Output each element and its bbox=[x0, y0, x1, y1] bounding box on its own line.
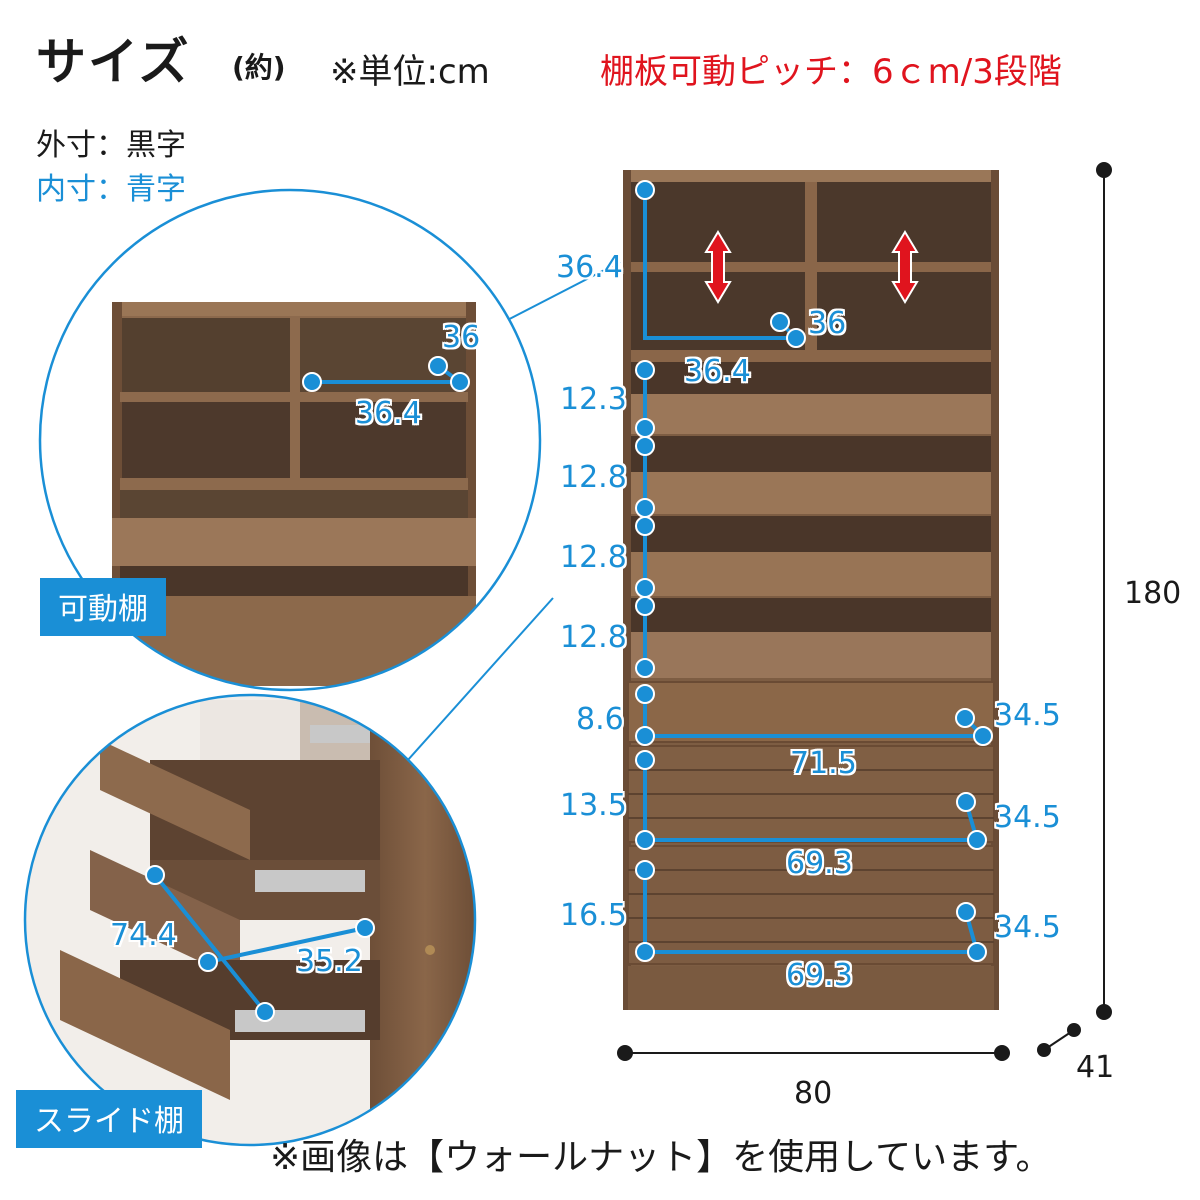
movable-width-label: 36.4 bbox=[355, 396, 422, 431]
drawer3-depth-label: 34.5 bbox=[994, 910, 1061, 945]
slide2-label: 12.8 bbox=[560, 460, 627, 495]
approx-label: (約) bbox=[232, 51, 286, 84]
slide-depth-label: 35.2 bbox=[296, 944, 363, 979]
slide-diagonal-label: 74.4 bbox=[110, 918, 177, 953]
drawer2-depth-label: 34.5 bbox=[994, 800, 1061, 835]
footer-note: ※画像は【ウォールナット】を使用しています。 bbox=[270, 1137, 1052, 1178]
slide3-label: 12.8 bbox=[560, 540, 627, 575]
top-height-label: 36.4 bbox=[556, 250, 623, 285]
movable-shelf-tag: 可動棚 bbox=[40, 578, 166, 636]
unit-note: ※単位:cm bbox=[330, 52, 490, 92]
drawer2-height-label: 13.5 bbox=[560, 788, 627, 823]
page-title: サイズ bbox=[36, 33, 191, 91]
drawer1-width-label: 71.5 bbox=[790, 746, 857, 781]
outer-height-label: 180 bbox=[1124, 576, 1182, 611]
drawer2-width-label: 69.3 bbox=[786, 846, 853, 881]
bookcase-front bbox=[623, 170, 999, 1010]
movable-depth-label: 36 bbox=[442, 320, 481, 355]
outer-width-label: 80 bbox=[794, 1076, 833, 1111]
adjustable-arrow-icon bbox=[704, 230, 919, 304]
top-depth-label: 36 bbox=[808, 306, 847, 341]
legend-inner: 内寸：青字 bbox=[36, 172, 186, 207]
top-width-label: 36.4 bbox=[684, 354, 751, 389]
movable-shelf-photo bbox=[40, 190, 540, 690]
shelf-pitch-note: 棚板可動ピッチ：6ｃm/3段階 bbox=[600, 52, 1062, 92]
drawer3-width-label: 69.3 bbox=[786, 958, 853, 993]
drawer3-height-label: 16.5 bbox=[560, 898, 627, 933]
drawer1-depth-label: 34.5 bbox=[994, 698, 1061, 733]
slide-shelf-tag: スライド棚 bbox=[16, 1090, 202, 1148]
outer-depth-label: 41 bbox=[1076, 1050, 1115, 1085]
slide1-label: 12.3 bbox=[560, 382, 627, 417]
slide-shelf-photo bbox=[25, 695, 475, 1145]
drawer1-height-label: 8.6 bbox=[576, 702, 624, 737]
slide4-label: 12.8 bbox=[560, 620, 627, 655]
legend-outer: 外寸：黒字 bbox=[36, 128, 186, 163]
